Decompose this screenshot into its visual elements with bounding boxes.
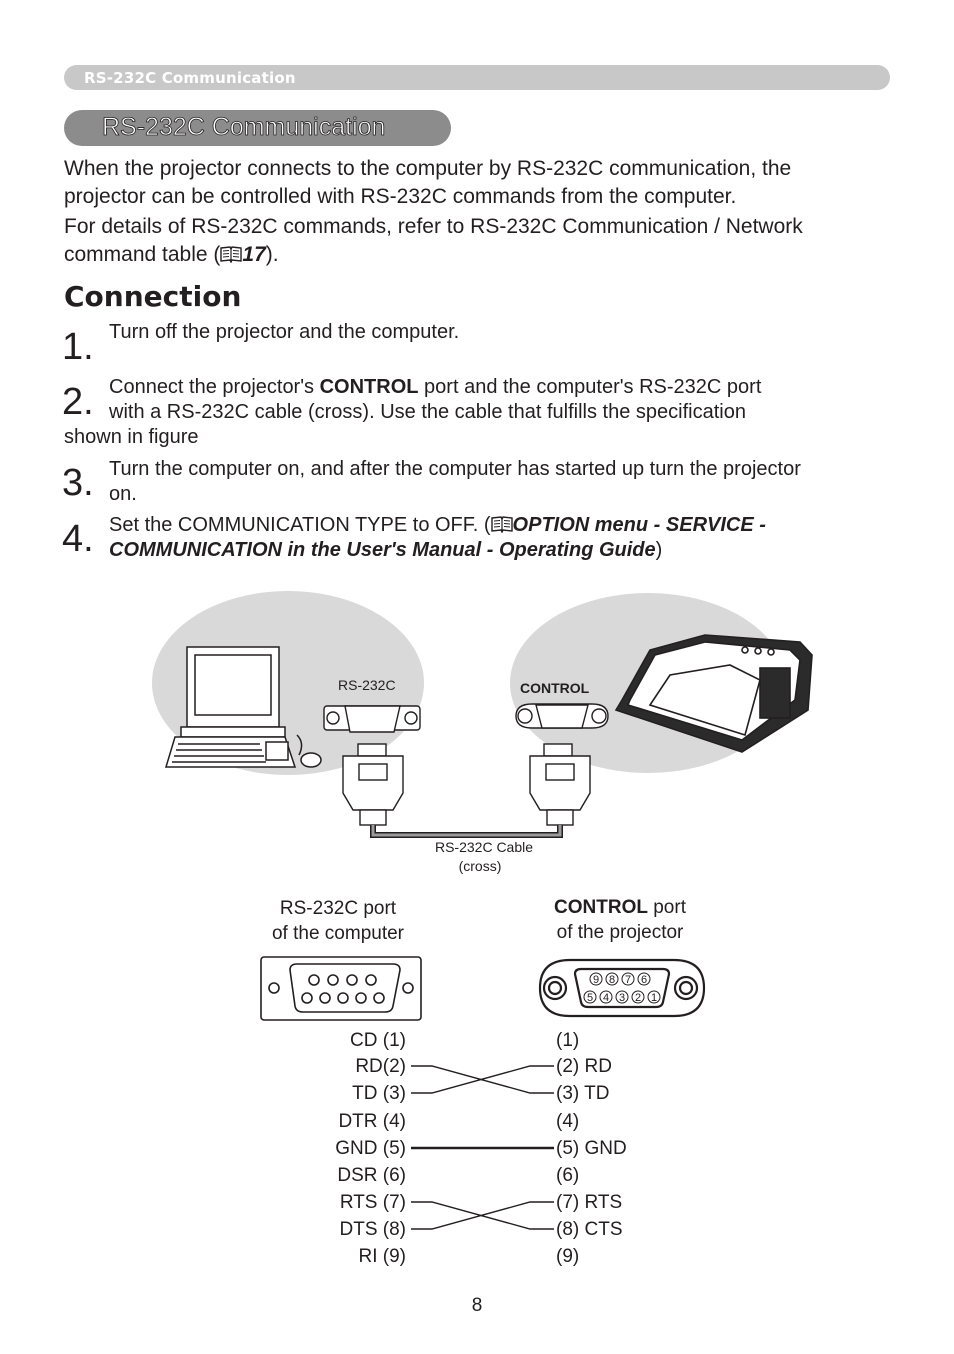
step-4-number: 4. — [62, 518, 94, 560]
left-pin: RTS (7) — [340, 1192, 406, 1213]
pin-number: 1 — [651, 992, 657, 1004]
step-3-line-2: on. — [109, 483, 137, 505]
step-3-number: 3. — [62, 462, 94, 504]
section-title: RS-232C Communication — [102, 113, 386, 142]
right-pin: (1) — [556, 1030, 579, 1051]
left-pin: RI (9) — [359, 1246, 407, 1267]
wire-td-to-rd — [411, 1065, 554, 1094]
left-pin: DSR (6) — [337, 1165, 406, 1186]
projector-db9-port — [515, 703, 609, 729]
left-pin: GND (5) — [335, 1138, 406, 1159]
running-header-title: RS-232C Communication — [84, 69, 296, 87]
pin-number: 3 — [619, 992, 625, 1004]
pin-number: 9 — [593, 974, 599, 986]
projector-port-detail — [538, 958, 706, 1018]
step-1-text: Turn off the projector and the computer. — [109, 321, 460, 343]
step-2-bold: CONTROL — [319, 376, 419, 398]
step-4-ref-2[interactable]: COMMUNICATION in the User's Manual - Ope… — [109, 539, 656, 561]
right-pin: (5) GND — [556, 1138, 627, 1159]
left-pin: DTS (8) — [340, 1219, 407, 1240]
step-2-pre: Connect the projector's — [109, 376, 320, 398]
computer-db9-port — [323, 705, 421, 733]
computer-cable-plug — [342, 743, 404, 826]
pin-wiring — [411, 1065, 554, 1230]
pin-number: 4 — [603, 992, 609, 1004]
intro-line-2: projector can be controlled with RS-232C… — [64, 185, 737, 208]
left-pin: RD(2) — [355, 1056, 406, 1077]
running-header: RS-232C Communication — [64, 65, 890, 90]
left-port-title: RS-232C port — [280, 898, 397, 919]
step-3-line-1: Turn the computer on, and after the comp… — [109, 458, 801, 480]
intro-line-4-pre: command table ( — [64, 243, 221, 266]
page-number: 8 — [471, 1295, 483, 1316]
step-2-line-2: with a RS-232C cable (cross). Use the ca… — [109, 401, 746, 423]
left-pin: TD (3) — [352, 1083, 406, 1104]
step-2-line-1: Connect the projector's CONTROL port and… — [109, 375, 761, 400]
projector-cable-plug — [529, 743, 591, 826]
left-pin-list: CD (1) RD(2) TD (3) DTR (4) GND (5) DSR … — [335, 1030, 406, 1267]
left-pin: CD (1) — [350, 1030, 406, 1051]
step-4-line-2: COMMUNICATION in the User's Manual - Ope… — [109, 538, 662, 563]
book-reference-icon — [220, 246, 243, 263]
step-4-ref-1[interactable]: OPTION menu - SERVICE - — [512, 514, 766, 536]
intro-line-4-post: ). — [265, 243, 279, 266]
connection-heading: Connection — [64, 280, 242, 313]
step-2-post: port and the computer's RS-232C port — [418, 376, 762, 398]
left-port-subtitle: of the computer — [272, 923, 405, 944]
left-pin: DTR (4) — [338, 1111, 406, 1132]
intro-page-reference[interactable]: 17 — [242, 243, 266, 266]
right-pin: (6) — [556, 1165, 579, 1186]
right-pin: (2) RD — [556, 1056, 612, 1077]
step-4-post: ) — [655, 539, 663, 561]
pin-number: 8 — [609, 974, 615, 986]
cable-label: RS-232C Cable — [435, 839, 533, 855]
right-pin: (3) TD — [556, 1083, 609, 1104]
connection-diagram: RS-232C CONTROL RS-232C Cable (cross) RS… — [152, 591, 813, 1267]
computer-illustration — [164, 646, 322, 768]
projector-port-label: CONTROL — [520, 680, 590, 696]
pin-number: 5 — [587, 992, 593, 1004]
step-2-number: 2. — [62, 381, 94, 423]
pin-number: 6 — [641, 974, 647, 986]
step-4-pre: Set the COMMUNICATION TYPE to OFF. ( — [109, 514, 491, 536]
wire-dts-to-rts — [411, 1201, 554, 1230]
step-1-number: 1. — [62, 326, 94, 368]
cable-label-cross: (cross) — [459, 858, 502, 874]
projector-illustration — [614, 634, 813, 753]
pin-number-labels: 9 8 7 6 5 4 3 2 1 — [583, 972, 661, 1004]
computer-port-detail — [260, 956, 422, 1021]
right-pin-list: (1) (2) RD (3) TD (4) (5) GND (6) (7) RT… — [556, 1030, 627, 1267]
computer-port-label: RS-232C — [338, 677, 396, 693]
right-pin: (4) — [556, 1111, 579, 1132]
intro-line-4: command table ( 17). — [64, 241, 279, 269]
pin-number: 2 — [635, 992, 641, 1004]
right-pin: (9) — [556, 1246, 579, 1267]
book-reference-icon — [490, 516, 513, 533]
right-port-title: CONTROL port — [554, 897, 687, 918]
pin-number: 7 — [625, 974, 631, 986]
step-2-line-3: shown in figure — [64, 426, 199, 448]
intro-line-1: When the projector connects to the compu… — [64, 157, 792, 180]
step-4-line-1: Set the COMMUNICATION TYPE to OFF. ( OPTI… — [109, 513, 766, 538]
right-port-subtitle: of the projector — [557, 922, 684, 943]
section-title-pill: RS-232C Communication — [64, 110, 451, 146]
right-pin: (7) RTS — [556, 1192, 622, 1213]
right-pin: (8) CTS — [556, 1219, 623, 1240]
intro-line-3: For details of RS-232C commands, refer t… — [64, 215, 803, 238]
